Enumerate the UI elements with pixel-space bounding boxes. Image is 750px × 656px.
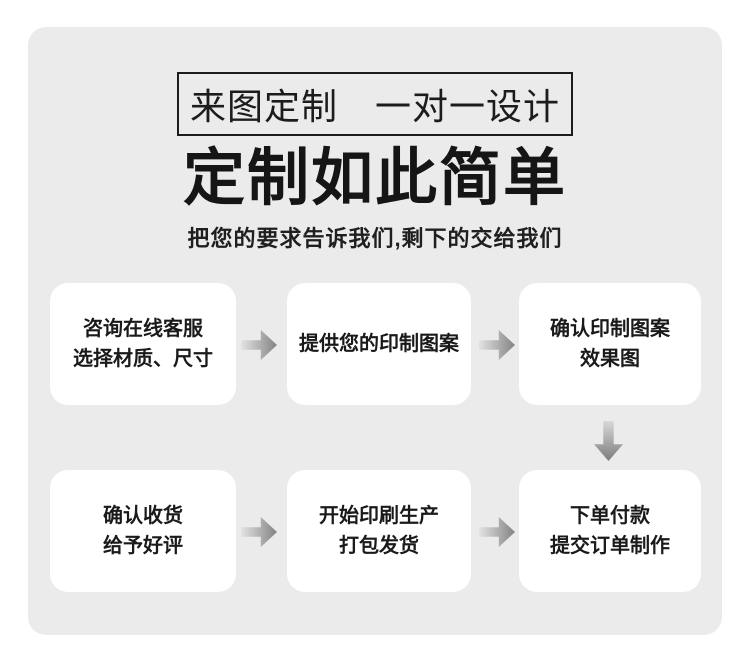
custom-process-panel: 来图定制 一对一设计 定制如此简单 把您的要求告诉我们,剩下的交给我们 咨询在线… bbox=[28, 27, 722, 635]
arrow-right-icon bbox=[241, 330, 277, 360]
step-line: 效果图 bbox=[580, 348, 640, 370]
step-card-confirm-artwork: 确认印制图案 效果图 bbox=[519, 283, 701, 405]
arrow-right-icon bbox=[241, 517, 277, 547]
step-card-confirm-receipt: 确认收货 给予好评 bbox=[50, 470, 236, 592]
step-line: 选择材质、尺寸 bbox=[73, 348, 213, 370]
step-line: 确认印制图案 bbox=[550, 318, 670, 340]
promo-badge-label: 来图定制 一对一设计 bbox=[189, 86, 560, 127]
page-subtitle: 把您的要求告诉我们,剩下的交给我们 bbox=[187, 226, 563, 251]
step-card-order-payment: 下单付款 提交订单制作 bbox=[519, 470, 701, 592]
step-line: 给予好评 bbox=[103, 535, 183, 557]
page-title: 定制如此简单 bbox=[182, 144, 567, 213]
step-line: 提供您的印制图案 bbox=[299, 333, 459, 355]
arrow-right-icon bbox=[479, 517, 515, 547]
step-line: 提交订单制作 bbox=[550, 535, 670, 557]
arrow-right-icon bbox=[479, 330, 515, 360]
step-card-production-shipping: 开始印刷生产 打包发货 bbox=[287, 470, 471, 592]
step-line: 打包发货 bbox=[339, 535, 419, 557]
promo-badge: 来图定制 一对一设计 bbox=[177, 72, 573, 136]
arrow-down-icon bbox=[594, 421, 623, 461]
step-line: 确认收货 bbox=[103, 505, 183, 527]
step-line: 下单付款 bbox=[570, 505, 650, 527]
step-line: 咨询在线客服 bbox=[83, 318, 203, 340]
step-card-provide-artwork: 提供您的印制图案 bbox=[287, 283, 471, 405]
step-line: 开始印刷生产 bbox=[319, 505, 439, 527]
step-card-consult: 咨询在线客服 选择材质、尺寸 bbox=[50, 283, 236, 405]
